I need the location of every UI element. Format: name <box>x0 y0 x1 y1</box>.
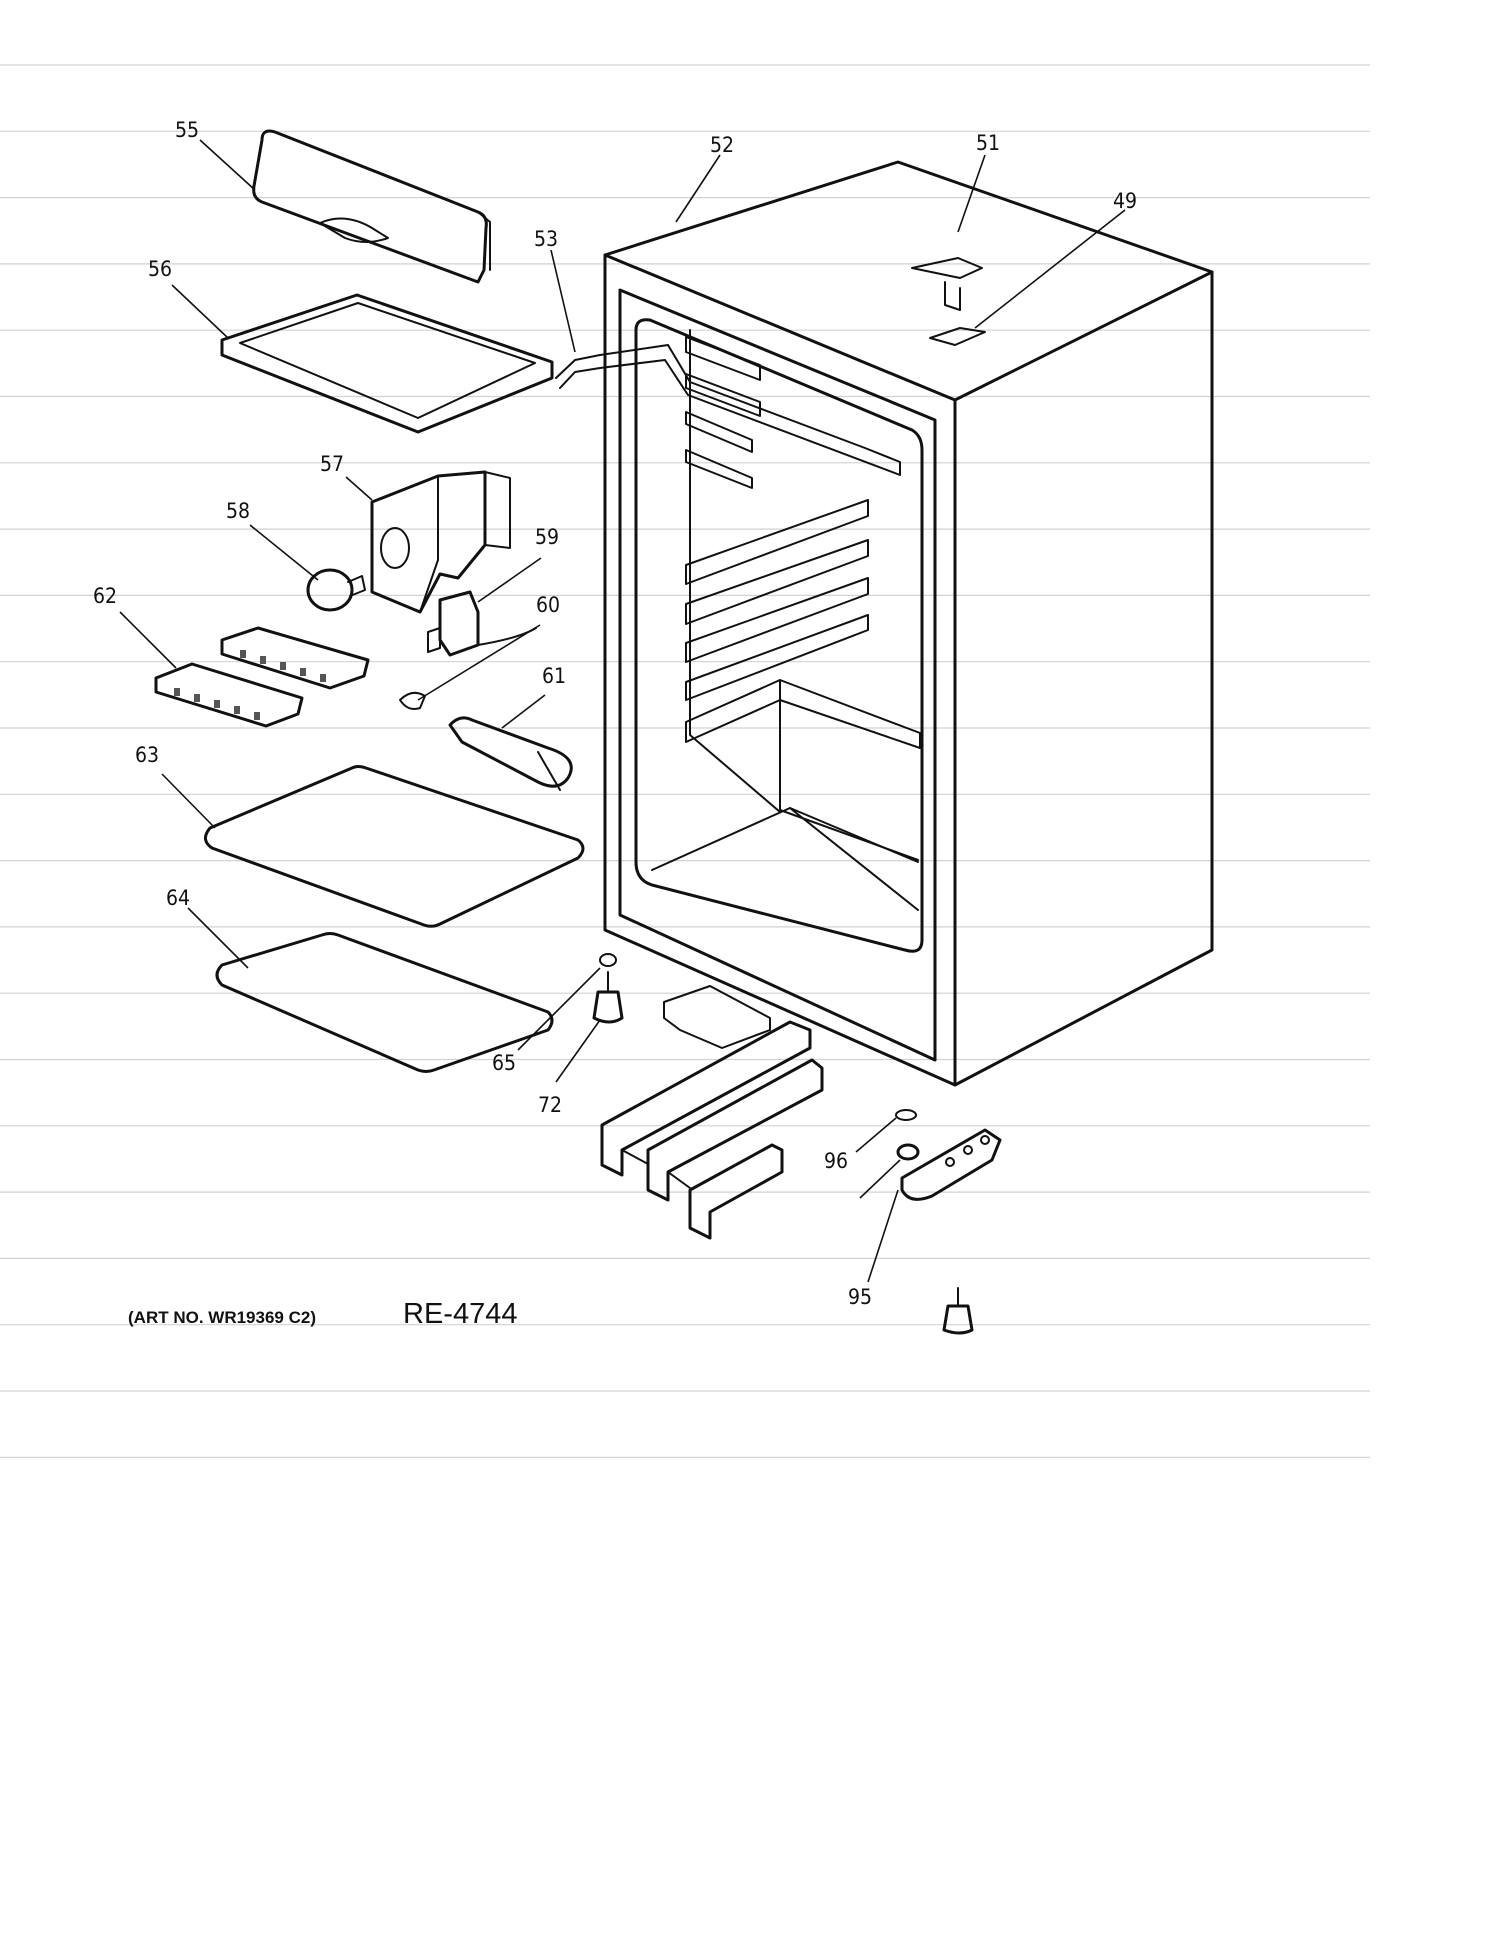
callout-57: 58 <box>226 499 250 523</box>
callout-61: 62 <box>93 584 117 608</box>
part-56-housing <box>370 470 511 614</box>
part-63-drip-tray <box>215 932 554 1073</box>
part-72-hinge-bracket <box>895 1109 1002 1201</box>
callout-64: 65 <box>492 1051 516 1075</box>
callout-54: 55 <box>175 118 199 142</box>
part-59-clip <box>399 691 426 710</box>
leader-lines <box>119 139 1126 1283</box>
callout-49: 49 <box>1113 189 1137 213</box>
callout-62: 63 <box>135 743 159 767</box>
part-bottom-leveling-foot <box>942 1287 974 1335</box>
part-64-65-leveling-foot <box>592 953 624 1024</box>
part-60-light-socket <box>448 716 573 791</box>
callout-52: 52 <box>710 133 734 157</box>
part-57-knob <box>306 568 366 612</box>
part-54-cover-panel <box>252 129 491 284</box>
callout-63: 64 <box>166 886 190 910</box>
callout-60: 61 <box>542 664 566 688</box>
callout-51: 51 <box>976 131 1000 155</box>
callout-numbers: 55 56 52 53 51 49 57 58 59 60 61 62 63 6… <box>93 118 1137 1309</box>
art-number: (ART NO. WR19369 C2) <box>128 1308 316 1327</box>
callout-55: 56 <box>148 257 172 281</box>
shelf-rails <box>685 336 921 749</box>
reference-number: RE-4744 <box>403 1298 517 1330</box>
part-55-tray <box>220 293 554 434</box>
part-61-ice-trays <box>154 626 370 728</box>
bottom-bracket-assembly <box>600 985 824 1240</box>
top-hinge-assembly <box>911 257 986 346</box>
callout-56: 57 <box>320 452 344 476</box>
background-rule-lines <box>0 64 1370 1458</box>
callout-72: 95 <box>848 1285 872 1309</box>
callout-95: 96 <box>824 1149 848 1173</box>
callout-65: 72 <box>538 1093 562 1117</box>
refrigerator-cabinet <box>555 160 1214 1087</box>
part-62-shelf <box>204 765 585 928</box>
callout-59: 60 <box>536 593 560 617</box>
callout-58: 59 <box>535 525 559 549</box>
callout-53: 53 <box>534 227 558 251</box>
part-58-thermostat <box>427 590 537 657</box>
